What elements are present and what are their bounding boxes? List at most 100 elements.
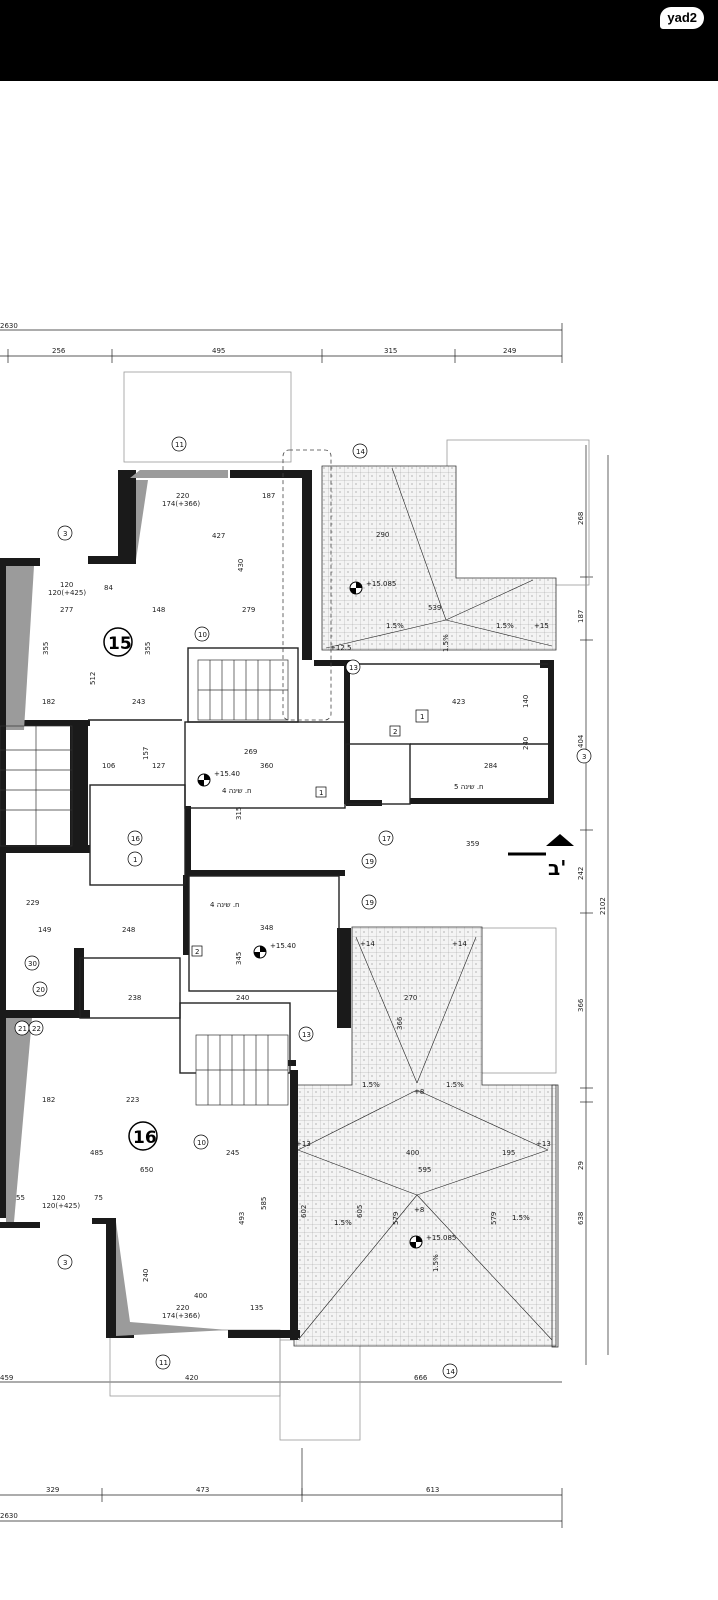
reference-tag-labels: 11 14 3 10 13 1 2 1 17 19 19 16 1 2 10 1…	[18, 441, 586, 1376]
svg-text:10: 10	[197, 1139, 206, 1147]
svg-text:174(+366): 174(+366)	[162, 500, 200, 508]
svg-text:2: 2	[195, 948, 199, 956]
svg-text:1.5%: 1.5%	[334, 1219, 352, 1227]
terrace-edge	[551, 1084, 559, 1348]
svg-text:+15.40: +15.40	[214, 770, 240, 778]
dim-bottom-3: 613	[426, 1486, 439, 1494]
svg-text:269: 269	[244, 748, 257, 756]
svg-text:+8: +8	[414, 1206, 424, 1214]
svg-text:1: 1	[420, 713, 424, 721]
svg-text:430: 430	[237, 559, 245, 572]
svg-text:1.5%: 1.5%	[432, 1254, 440, 1272]
svg-text:+15.40: +15.40	[270, 942, 296, 950]
svg-text:+8: +8	[414, 1088, 424, 1096]
svg-text:1.5%: 1.5%	[362, 1081, 380, 1089]
dim-top-4: 249	[503, 347, 516, 355]
svg-text:539: 539	[428, 604, 441, 612]
stairs-left	[0, 725, 73, 847]
svg-text:220: 220	[176, 492, 189, 500]
dim-right-1: 268	[577, 512, 585, 525]
top-dimensions	[0, 323, 563, 363]
svg-text:3: 3	[63, 1259, 67, 1267]
dim-right-4: 242	[577, 867, 585, 880]
svg-text:120: 120	[60, 581, 73, 589]
unit-16-circle	[128, 1121, 158, 1151]
svg-text:13: 13	[302, 1031, 311, 1039]
dim-right-2: 187	[577, 610, 585, 623]
svg-text:120: 120	[52, 1194, 65, 1202]
svg-text:240: 240	[142, 1269, 150, 1282]
svg-text:248: 248	[122, 926, 135, 934]
svg-text:238: 238	[128, 994, 141, 1002]
svg-text:120(+425): 120(+425)	[42, 1202, 80, 1210]
svg-text:1.5%: 1.5%	[446, 1081, 464, 1089]
svg-text:16: 16	[131, 835, 140, 843]
grey-wall-fills	[6, 470, 228, 1336]
svg-text:277: 277	[60, 606, 73, 614]
stairs-bottom	[195, 1034, 289, 1106]
dim-top-3: 315	[384, 347, 397, 355]
svg-text:148: 148	[152, 606, 165, 614]
svg-text:135: 135	[250, 1304, 263, 1312]
svg-text:75: 75	[94, 1194, 103, 1202]
unit-15-circle	[103, 627, 133, 657]
svg-text:485: 485	[90, 1149, 103, 1157]
svg-text:366: 366	[396, 1016, 404, 1030]
svg-text:355: 355	[144, 642, 152, 655]
svg-text:10: 10	[198, 631, 207, 639]
top-bar: yad2	[0, 0, 718, 81]
svg-text:245: 245	[226, 1149, 239, 1157]
svg-text:240: 240	[522, 737, 530, 750]
svg-text:400: 400	[194, 1292, 207, 1300]
level-marker-room-bottom: +15.40	[253, 942, 296, 959]
svg-text:84: 84	[104, 584, 113, 592]
svg-text:1.5%: 1.5%	[496, 622, 514, 630]
terraces	[293, 465, 557, 1347]
dim-total-bottom: 2630	[0, 1512, 18, 1520]
svg-text:+14: +14	[452, 940, 467, 948]
svg-text:602: 602	[300, 1205, 308, 1218]
svg-text:11: 11	[159, 1359, 168, 1367]
svg-text:579: 579	[490, 1212, 498, 1225]
svg-text:650: 650	[140, 1166, 153, 1174]
level-marker-room-top: +15.40	[197, 770, 240, 787]
svg-text:157: 157	[142, 747, 150, 760]
dim-top-2: 495	[212, 347, 225, 355]
interior-walls	[79, 647, 548, 1074]
svg-text:229: 229	[26, 899, 39, 907]
svg-text:11: 11	[175, 441, 184, 449]
svg-text:19: 19	[365, 899, 374, 907]
svg-text:195: 195	[502, 1149, 515, 1157]
svg-text:149: 149	[38, 926, 51, 934]
svg-text:270: 270	[404, 994, 417, 1002]
unit-16-label: 16	[133, 1128, 157, 1148]
slope-labels: 1.5% 1.5% 1.5% 1.5% 1.5% 1.5% 1.5% 1.5%	[334, 622, 530, 1272]
dim-right-7: 638	[577, 1212, 585, 1225]
dim-top-1: 256	[52, 347, 66, 355]
svg-text:427: 427	[212, 532, 225, 540]
dim-right-5: 366	[577, 998, 585, 1012]
svg-text:+15.085: +15.085	[366, 580, 396, 588]
dim-total-top: 2630	[0, 322, 18, 330]
svg-text:345: 345	[235, 952, 243, 965]
svg-text:+14: +14	[360, 940, 375, 948]
svg-text:1: 1	[319, 789, 323, 797]
svg-text:20: 20	[36, 986, 45, 994]
reference-tags	[14, 436, 592, 1379]
dashed-outline	[282, 449, 332, 721]
svg-text:19: 19	[365, 858, 374, 866]
svg-text:279: 279	[242, 606, 255, 614]
terrace-slope-lines	[297, 467, 553, 1341]
dim-bottom-2: 473	[196, 1486, 209, 1494]
bottom-dimensions	[0, 1381, 563, 1528]
svg-text:+12.5: +12.5	[330, 644, 351, 652]
svg-text:1: 1	[133, 856, 137, 864]
yad2-logo[interactable]: yad2	[660, 7, 704, 29]
dim-right-3: 404	[577, 734, 585, 748]
svg-text:30: 30	[28, 960, 37, 968]
svg-text:585: 585	[260, 1197, 268, 1210]
svg-text:359: 359	[466, 840, 479, 848]
svg-text:579: 579	[392, 1212, 400, 1225]
svg-text:106: 106	[102, 762, 116, 770]
